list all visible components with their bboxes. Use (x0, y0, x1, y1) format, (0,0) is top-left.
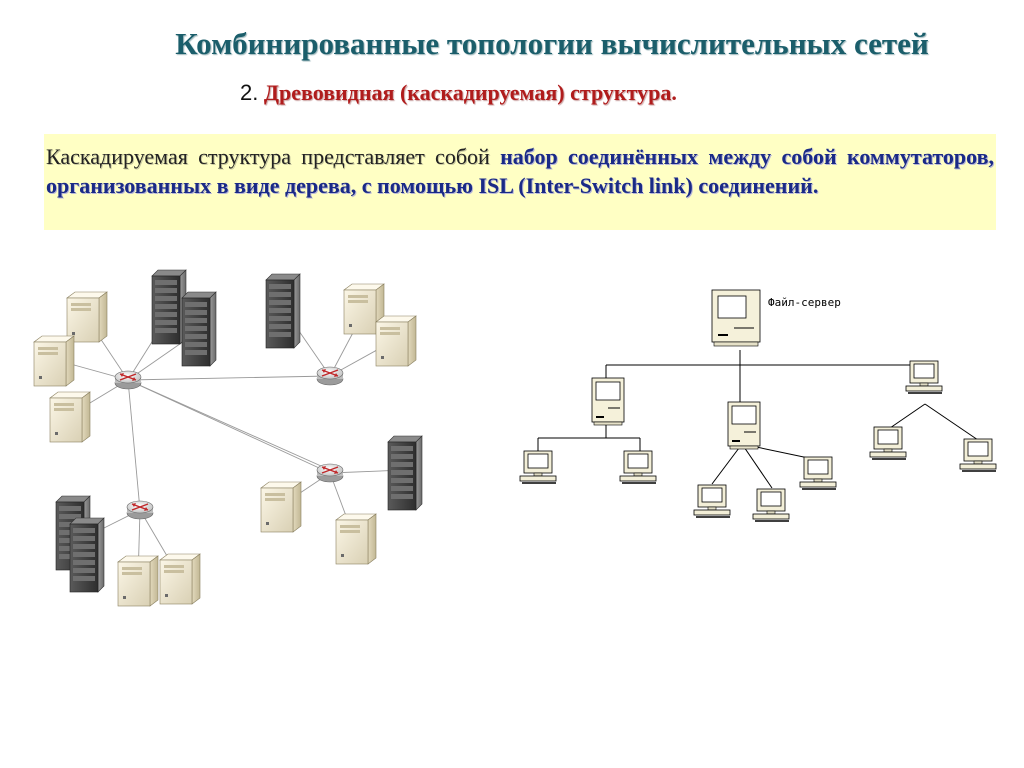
file-server-icon (711, 289, 761, 347)
tree-topology: Файл-сервер (519, 289, 997, 522)
switch-icon (316, 463, 344, 483)
hub-computer-icon (727, 401, 761, 450)
description-highlight: набор соединённых между собой коммутатор… (46, 144, 994, 198)
hub-computer-icon (591, 377, 625, 426)
workstation-icon (959, 438, 997, 472)
workstation-icon (693, 484, 731, 518)
workstation-icon (799, 456, 837, 490)
workstation-icon (159, 553, 201, 605)
description-plain: Каскадируемая структура представляет соб… (46, 144, 501, 169)
tree-links (537, 350, 979, 489)
description-box: Каскадируемая структура представляет соб… (44, 134, 996, 230)
subtitle-text: Древовидная (каскадируемая) структура (263, 80, 672, 105)
cascade-network (33, 269, 423, 607)
workstation-icon (375, 315, 417, 367)
workstation-icon (117, 555, 159, 607)
workstation-icon (335, 513, 377, 565)
workstation-icon (49, 391, 91, 443)
server-rack-icon (265, 273, 301, 349)
switch-icon (126, 500, 154, 520)
server-rack-icon (181, 291, 217, 367)
subtitle-dot: . (671, 80, 677, 105)
subtitle-number: 2. (240, 80, 259, 105)
switch-icon (114, 370, 142, 390)
workstation-icon (519, 450, 557, 484)
slide-subtitle: 2. Древовидная (каскадируемая) структура… (240, 80, 677, 106)
workstation-icon (869, 426, 907, 460)
slide-title: Комбинированные топологии вычислительных… (175, 26, 929, 61)
workstation-icon (33, 335, 75, 387)
workstation-icon (66, 291, 108, 343)
workstation-icon (752, 488, 790, 522)
server-rack-icon (387, 435, 423, 511)
workstation-icon (905, 360, 943, 394)
workstation-icon (619, 450, 657, 484)
workstation-icon (260, 481, 302, 533)
server-rack-icon (151, 269, 187, 345)
file-server-label: Файл-сервер (768, 296, 841, 309)
switch-icon (316, 366, 344, 386)
server-rack-icon (69, 517, 105, 593)
